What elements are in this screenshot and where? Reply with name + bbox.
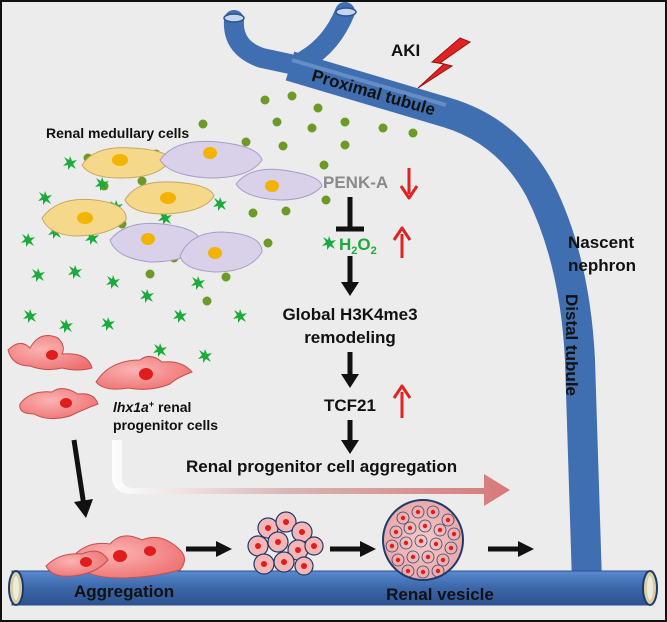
inhibit-arrow-icon	[336, 197, 364, 232]
nascent-nephron-tubule	[223, 2, 602, 583]
renal-vesicle	[382, 499, 464, 581]
tcf21-label: TCF21	[324, 396, 376, 415]
arrow-vesicle-to-tubule	[488, 541, 534, 557]
remodeling-label: remodeling	[304, 328, 396, 347]
medullary-cells	[41, 140, 323, 273]
aggregation-arrow-label: Renal progenitor cell aggregation	[186, 457, 457, 476]
arrow-h2o2-to-global	[341, 256, 359, 296]
aggregation-arrow	[112, 440, 510, 506]
arrow-aggregation-to-cluster	[186, 541, 232, 557]
up-arrow-icon	[392, 226, 412, 258]
down-arrow-icon	[399, 168, 419, 200]
cell-cluster	[247, 511, 324, 576]
cell-cluster-nuclei	[255, 519, 317, 569]
h2o2-label: H2O2	[339, 235, 377, 257]
nascent-label-line1: Nascent	[568, 233, 634, 252]
progenitor-cells	[7, 335, 193, 420]
distal-tubule-label: Distal tubule	[562, 294, 581, 396]
nascent-label-line2: nephron	[568, 256, 636, 275]
renal-vesicle-label: Renal vesicle	[386, 585, 494, 604]
renal-medullary-cells-label: Renal medullary cells	[46, 125, 189, 141]
arrow-global-to-tcf21	[341, 352, 359, 388]
arrow-progenitor-to-aggregation	[71, 439, 93, 518]
aggregation-cluster	[45, 535, 185, 579]
lightning-icon	[417, 37, 472, 89]
global-h3k4me3-label: Global H3K4me3	[282, 305, 417, 324]
aki-label: AKI	[391, 41, 420, 60]
h2o2-particle-icon	[322, 236, 336, 250]
aggregation-label: Aggregation	[74, 582, 174, 601]
progenitor-label-line1: lhx1a+ renal	[113, 399, 191, 415]
progenitor-label-line2: progenitor cells	[113, 417, 218, 433]
up-arrow-icon	[392, 384, 412, 418]
arrow-tcf21-down	[341, 420, 359, 454]
arrow-cluster-to-vesicle	[330, 541, 376, 557]
penk-a-label: PENK-A	[323, 173, 388, 192]
